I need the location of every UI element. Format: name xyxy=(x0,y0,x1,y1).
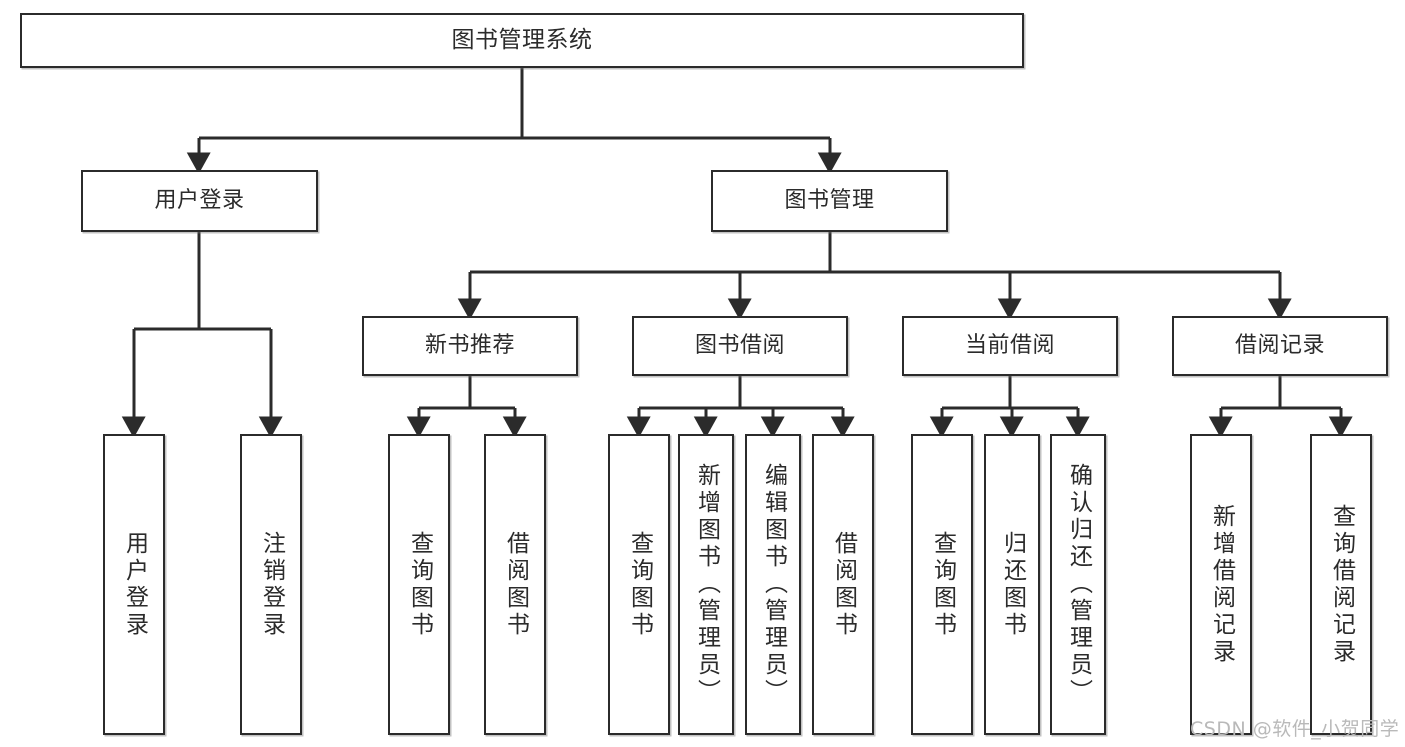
node-label: 新书推荐 xyxy=(424,333,515,359)
node-root-system[interactable]: 图书管理系统 xyxy=(20,13,1024,68)
node-label: 查询图书 xyxy=(626,530,653,639)
node-book-management[interactable]: 图书管理 xyxy=(711,170,948,232)
node-label: 归还图书 xyxy=(999,530,1026,639)
node-leaf-query-borrow-record[interactable]: 查询借阅记录 xyxy=(1310,434,1372,735)
node-book-borrow[interactable]: 图书借阅 xyxy=(632,316,848,376)
node-label: 图书管理 xyxy=(784,188,875,214)
node-label: 新增借阅记录 xyxy=(1208,503,1235,666)
node-leaf-edit-book-admin[interactable]: 编辑图书（管理员） xyxy=(745,434,801,735)
node-label: 确认归还（管理员） xyxy=(1065,463,1092,706)
node-label: 注销登录 xyxy=(258,530,285,639)
node-leaf-query-book-borrow[interactable]: 查询图书 xyxy=(608,434,670,735)
node-label: 用户登录 xyxy=(121,530,148,639)
node-user-login[interactable]: 用户登录 xyxy=(81,170,318,232)
node-new-book-recommend[interactable]: 新书推荐 xyxy=(362,316,578,376)
node-leaf-confirm-return-admin[interactable]: 确认归还（管理员） xyxy=(1050,434,1106,735)
node-label: 借阅记录 xyxy=(1234,333,1325,359)
node-label: 用户登录 xyxy=(154,188,245,214)
node-leaf-lend-book[interactable]: 借阅图书 xyxy=(812,434,874,735)
node-leaf-logout[interactable]: 注销登录 xyxy=(240,434,302,735)
node-leaf-query-book-new[interactable]: 查询图书 xyxy=(388,434,450,735)
node-leaf-borrow-book-new[interactable]: 借阅图书 xyxy=(484,434,546,735)
node-leaf-add-borrow-record[interactable]: 新增借阅记录 xyxy=(1190,434,1252,735)
node-label: 查询借阅记录 xyxy=(1328,503,1355,666)
node-label: 查询图书 xyxy=(929,530,956,639)
node-borrow-records[interactable]: 借阅记录 xyxy=(1172,316,1388,376)
node-leaf-query-book-current[interactable]: 查询图书 xyxy=(911,434,973,735)
node-label: 新增图书（管理员） xyxy=(693,463,720,706)
node-label: 借阅图书 xyxy=(830,530,857,639)
node-leaf-user-login[interactable]: 用户登录 xyxy=(103,434,165,735)
node-label: 当前借阅 xyxy=(964,333,1055,359)
node-label: 查询图书 xyxy=(406,530,433,639)
node-label: 借阅图书 xyxy=(502,530,529,639)
watermark-text: CSDN @软件_小贺同学 xyxy=(1190,718,1400,740)
node-leaf-return-book[interactable]: 归还图书 xyxy=(984,434,1040,735)
node-label: 图书借阅 xyxy=(694,333,785,359)
node-current-borrow[interactable]: 当前借阅 xyxy=(902,316,1118,376)
node-label: 编辑图书（管理员） xyxy=(760,463,787,706)
node-label: 图书管理系统 xyxy=(451,26,593,53)
node-leaf-add-book-admin[interactable]: 新增图书（管理员） xyxy=(678,434,734,735)
